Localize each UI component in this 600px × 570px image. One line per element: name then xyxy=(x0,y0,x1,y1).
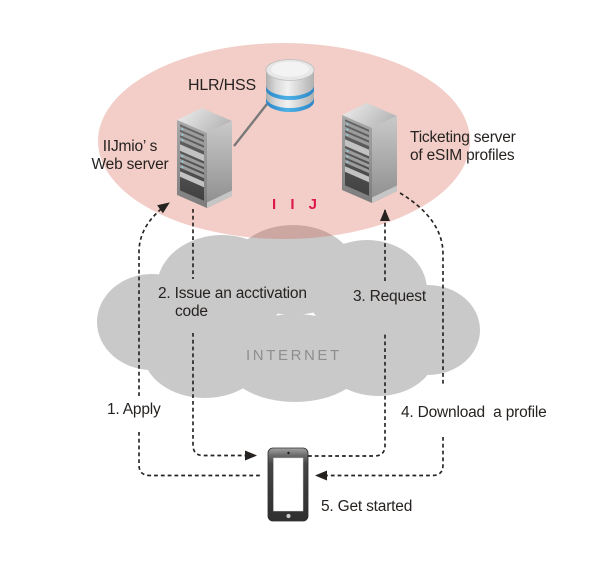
database-icon xyxy=(265,59,315,112)
web-server-label: IIJmio’ s Web server xyxy=(84,138,176,174)
step1-apply-arrow xyxy=(138,202,261,477)
step1-label: 1. Apply xyxy=(107,401,161,418)
web-server-icon xyxy=(177,108,232,208)
hlr-hss-label: HLR/HSS xyxy=(188,77,256,94)
step2-label: 2. Issue an acctivation code xyxy=(158,285,307,321)
step3-request-arrow xyxy=(308,209,390,457)
ticketing-server-label-line2: of eSIM profiles xyxy=(410,146,515,164)
internet-label: INTERNET xyxy=(246,347,342,364)
step3-label: 3. Request xyxy=(353,288,426,305)
ticketing-server-label-line1: Ticketing server xyxy=(410,129,516,146)
phone-camera-dot xyxy=(287,451,290,455)
step4-download-arrow xyxy=(315,192,444,481)
web-server-label-line2: Web server xyxy=(91,155,169,173)
ticketing-server-label: Ticketing server of eSIM profiles xyxy=(410,129,516,165)
phone-home-button xyxy=(286,513,291,519)
step4-label: 4. Download a profile xyxy=(401,404,547,421)
step2-label-line2: code xyxy=(175,302,208,320)
iij-brand-label: I I J xyxy=(272,196,323,213)
db-connector-line xyxy=(233,103,268,147)
web-server-label-line1: IIJmio’ s xyxy=(102,138,158,155)
step5-label: 5. Get started xyxy=(321,498,413,515)
smartphone-icon xyxy=(267,447,309,522)
step2-label-line1: 2. Issue an acctivation xyxy=(158,285,307,302)
step2-activation-code-arrow xyxy=(192,209,257,461)
ticketing-server-icon xyxy=(342,103,397,203)
internet-cloud xyxy=(97,225,480,402)
